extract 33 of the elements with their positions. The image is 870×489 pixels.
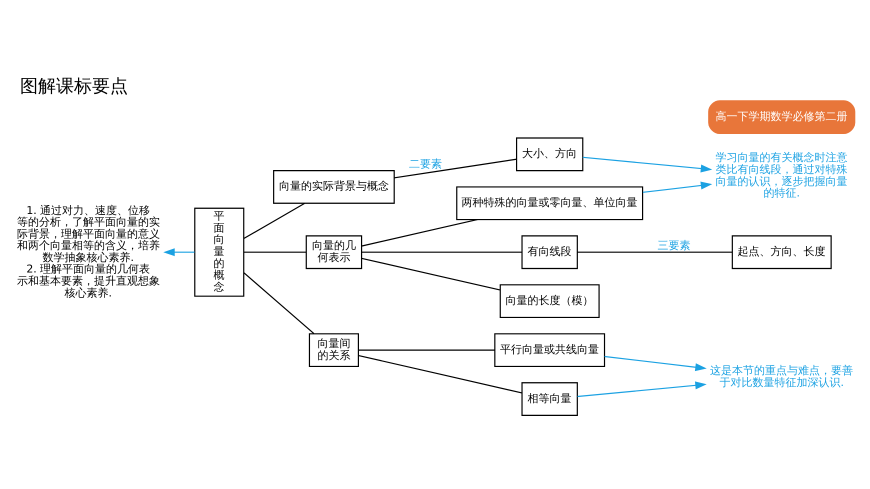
connector xyxy=(362,219,478,247)
arrow xyxy=(582,156,712,172)
arrow xyxy=(577,381,707,398)
node-box: 向量的长度（模） xyxy=(500,284,600,318)
connector xyxy=(358,350,495,351)
edge-label: 二要素 xyxy=(408,158,442,171)
node-box: 两种特殊的向量或零向量、单位向量 xyxy=(456,186,644,220)
connector xyxy=(244,202,305,240)
connector xyxy=(362,258,500,291)
diagram-title: 图解课标要点 xyxy=(20,76,128,97)
node-box: 大小、方向 xyxy=(516,137,584,172)
connector xyxy=(244,252,306,253)
label: 高一下学期数学必修第二册 xyxy=(716,110,848,123)
node-text: 1. 通过对力、速度、位移等的分析，了解平面向量的实际背景，理解平面向量的意义和两个向量相等的含义，培养数学抽象核心素养. 2. 理解平面向量的几何表示和基本要素，提升直观想象核心素养. xyxy=(16,204,160,300)
connector xyxy=(394,158,516,178)
node-box: 平面向量的概念 xyxy=(194,208,244,297)
node-text: 学习向量的有关概念时注意类比有向线段，通过对特殊向量的认识，逐步把握向量的特征. xyxy=(716,151,848,200)
arrow xyxy=(163,248,195,256)
connector xyxy=(577,252,732,253)
node-text: 这是本节的重点与难点，要善于对比数量特征加深认识. xyxy=(710,364,854,390)
node-box: 有向线段 xyxy=(521,235,578,270)
edge-label: 三要素 xyxy=(657,239,690,252)
node-box: 向量的几何表示 xyxy=(306,235,362,270)
node-box: 相等向量 xyxy=(521,382,578,416)
connector xyxy=(362,252,522,253)
arrow xyxy=(604,356,707,372)
node-box: 向量间的关系 xyxy=(308,333,359,368)
connector xyxy=(243,272,314,334)
node-box: 向量的实际背景与概念 xyxy=(273,170,395,204)
connector xyxy=(358,354,522,394)
node-box: 起点、方向、长度 xyxy=(732,235,832,270)
arrow xyxy=(642,182,712,193)
node-box: 平行向量或共线向量 xyxy=(494,333,606,368)
